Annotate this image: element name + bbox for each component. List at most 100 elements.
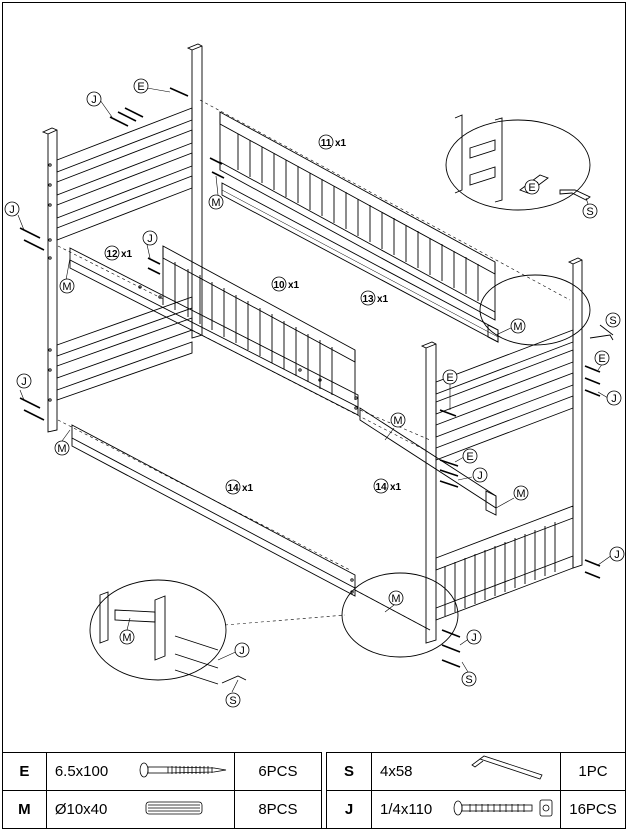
callout-j-9: J (234, 642, 250, 658)
parts-table-left: E 6.5x100 6PCS M Ø10x40 8PCS (2, 752, 323, 829)
lower-front-rail-14 (71, 424, 356, 597)
svg-text:M: M (211, 197, 220, 209)
svg-text:S: S (229, 695, 236, 707)
part-qty: 16PCS (560, 790, 626, 829)
label-part-14-front: 14 x1 (225, 479, 254, 495)
svg-text:M: M (62, 281, 71, 293)
svg-text:J: J (21, 376, 27, 388)
callout-e-3: E (594, 350, 610, 366)
svg-text:M: M (513, 321, 522, 333)
callout-m-2: M (59, 278, 75, 294)
svg-text:11: 11 (321, 138, 332, 149)
back-right-post (567, 257, 583, 569)
svg-text:S: S (465, 674, 472, 686)
callout-j-4: J (16, 373, 32, 389)
svg-text:J: J (477, 470, 483, 482)
wood-screw-icon (133, 752, 235, 791)
detail-bubble-right (479, 274, 614, 346)
svg-text:x1: x1 (377, 294, 389, 305)
part-qty: 8PCS (233, 790, 323, 829)
bolt-groups (19, 87, 601, 668)
svg-text:J: J (614, 549, 620, 561)
parts-table-right: S 4x58 1PC J 1/4x110 16PCS (326, 752, 626, 829)
svg-text:J: J (9, 204, 15, 216)
label-part-11: 11 x1 (318, 134, 347, 150)
detail-bubble-bottom-right (341, 572, 459, 658)
svg-text:M: M (393, 415, 402, 427)
svg-text:x1: x1 (121, 249, 133, 260)
lower-back-rail-14 (359, 407, 497, 516)
svg-text:12: 12 (106, 249, 118, 260)
svg-text:14: 14 (375, 482, 387, 493)
svg-text:13: 13 (362, 294, 374, 305)
alignment-lines (57, 99, 571, 631)
label-part-10: 10 x1 (271, 276, 300, 292)
leader-lines (17, 87, 613, 693)
part-spec: Ø10x40 (45, 790, 134, 829)
svg-text:E: E (137, 81, 144, 93)
part-code: S (326, 752, 372, 791)
callout-e-1: E (133, 78, 149, 94)
svg-text:14: 14 (227, 483, 239, 494)
svg-text:10: 10 (273, 280, 285, 291)
callout-m-8: M (119, 629, 135, 645)
callout-j-2: J (4, 201, 20, 217)
assembly-diagram: E E E E E J J J J J J J J J M M M M M M … (4, 43, 625, 708)
label-part-14-back: 14 x1 (373, 478, 402, 494)
svg-text:J: J (91, 94, 97, 106)
callout-s-1: S (582, 203, 598, 219)
svg-text:x1: x1 (288, 280, 300, 291)
part-spec: 4x58 (371, 752, 450, 791)
guardrail-11 (219, 111, 496, 321)
callout-e-2: E (524, 179, 540, 195)
svg-text:E: E (528, 182, 535, 194)
svg-text:E: E (446, 372, 453, 384)
part-code: M (2, 790, 47, 829)
svg-text:J: J (239, 645, 245, 657)
label-part-13: 13 x1 (360, 290, 389, 306)
part-spec: 6.5x100 (45, 752, 134, 791)
svg-text:M: M (122, 632, 131, 644)
svg-text:M: M (57, 443, 66, 455)
guardrail-10 (162, 245, 356, 400)
part-code: E (2, 752, 47, 791)
left-upper-headboard (56, 107, 193, 241)
callout-j-3: J (142, 230, 158, 246)
callout-m-7: M (388, 590, 404, 606)
callout-s-3: S (461, 671, 477, 687)
side-rail-13 (221, 182, 499, 343)
callout-s-2: S (605, 312, 621, 328)
callout-e-5: E (462, 448, 478, 464)
svg-text:S: S (609, 315, 616, 327)
part-row: J 1/4x110 16PCS (326, 790, 626, 829)
wooden-dowel-icon (133, 790, 235, 829)
allen-key-icon (450, 752, 561, 791)
callout-j-6: J (472, 467, 488, 483)
callout-m-5: M (54, 440, 70, 456)
right-upper-headboard (435, 329, 574, 461)
part-spec: 1/4x110 (371, 790, 450, 829)
part-qty: 6PCS (233, 752, 323, 791)
part-row: E 6.5x100 6PCS (2, 752, 323, 791)
callout-j-5: J (606, 390, 622, 406)
svg-text:M: M (516, 488, 525, 500)
svg-text:J: J (471, 632, 477, 644)
svg-text:E: E (466, 451, 473, 463)
svg-text:J: J (147, 233, 153, 245)
part-row: M Ø10x40 8PCS (2, 790, 323, 829)
right-lower-footboard (435, 505, 574, 621)
callout-s-4: S (225, 692, 241, 708)
callout-m-4: M (390, 412, 406, 428)
front-right-post (420, 341, 437, 644)
callout-e-4: E (442, 369, 458, 385)
detail-bubble-top (445, 114, 591, 211)
hardware-parts-list: E 6.5x100 6PCS M Ø10x40 8PCS (2, 752, 626, 829)
detail-bubble-bottom-left (89, 579, 346, 685)
front-left-post (41, 127, 58, 433)
callout-m-1: M (208, 194, 224, 210)
callouts: E E E E E J J J J J J J J J M M M M M M … (4, 78, 625, 708)
callout-j-7: J (609, 546, 625, 562)
svg-text:J: J (611, 393, 617, 405)
part-labels: 11 x1 12 x1 10 x1 13 x1 14 x1 14 x1 (104, 134, 402, 495)
